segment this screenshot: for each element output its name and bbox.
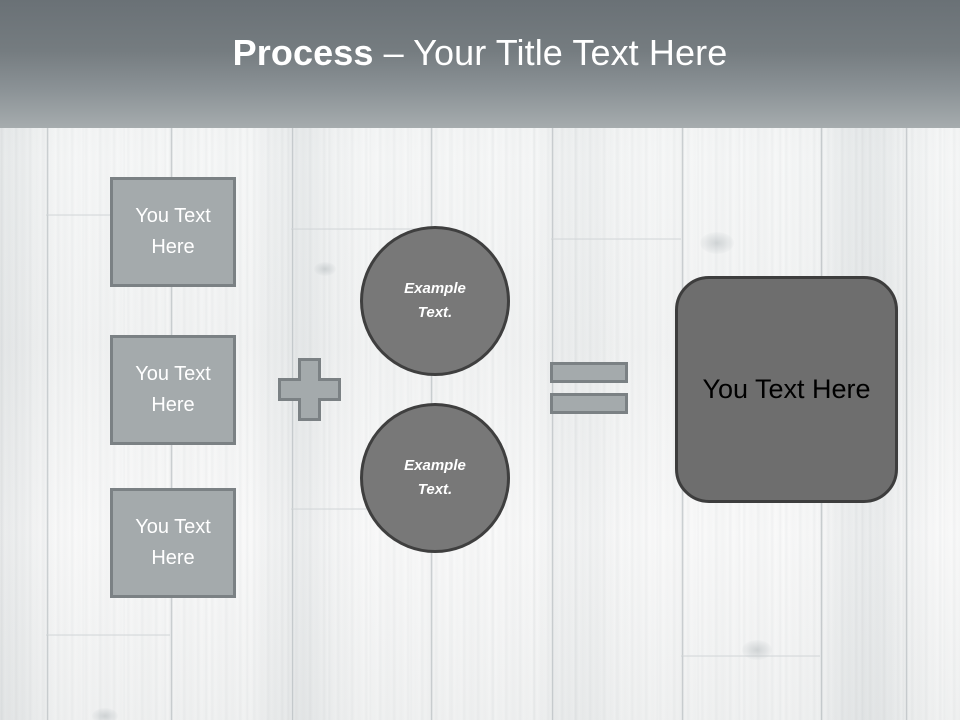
example-circle-2-line1: Example bbox=[404, 457, 466, 474]
wood-knot bbox=[92, 708, 118, 720]
input-box-1-line1: You Text bbox=[135, 205, 211, 227]
plank-joint bbox=[46, 634, 170, 636]
page-title-rest: – Your Title Text Here bbox=[373, 32, 728, 73]
plank-joint bbox=[291, 228, 430, 230]
input-box-1[interactable]: You Text Here bbox=[110, 177, 236, 287]
wood-knot bbox=[314, 262, 336, 276]
input-box-1-line2: Here bbox=[151, 236, 195, 258]
plank-seam bbox=[551, 0, 554, 720]
wood-knot bbox=[700, 232, 734, 254]
input-box-2[interactable]: You Text Here bbox=[110, 335, 236, 445]
input-box-2-line1: You Text bbox=[135, 363, 211, 385]
example-circle-1-line2: Text. bbox=[417, 304, 453, 321]
input-box-3-line1: You Text bbox=[135, 516, 211, 538]
page-title: Process – Your Title Text Here bbox=[233, 32, 728, 74]
wood-knot bbox=[742, 640, 772, 660]
input-box-3-line2: Here bbox=[151, 547, 195, 569]
input-box-2-label: You Text Here bbox=[135, 359, 211, 421]
example-circle-2-line2: Text. bbox=[417, 481, 453, 498]
result-box-label: You Text Here bbox=[702, 374, 871, 404]
example-circle-1[interactable]: Example Text. bbox=[360, 226, 510, 376]
input-box-3[interactable]: You Text Here bbox=[110, 488, 236, 598]
example-circle-1-label: Example Text. bbox=[404, 277, 466, 325]
plank-joint bbox=[291, 508, 430, 510]
title-banner: Process – Your Title Text Here bbox=[0, 0, 960, 128]
plank-joint bbox=[46, 214, 170, 216]
result-box[interactable]: You Text Here bbox=[675, 276, 898, 503]
input-box-3-label: You Text Here bbox=[135, 512, 211, 574]
plank-joint bbox=[551, 238, 681, 240]
plank-seam bbox=[291, 0, 294, 720]
equals-operator[interactable] bbox=[550, 362, 628, 414]
input-box-1-label: You Text Here bbox=[135, 201, 211, 263]
equals-icon-bar-top bbox=[550, 362, 628, 383]
plus-operator[interactable] bbox=[278, 358, 341, 421]
example-circle-2-label: Example Text. bbox=[404, 454, 466, 502]
page-title-strong: Process bbox=[232, 32, 374, 73]
plank-seam bbox=[905, 0, 908, 720]
example-circle-2[interactable]: Example Text. bbox=[360, 403, 510, 553]
plank-joint bbox=[681, 655, 820, 657]
plank-seam bbox=[46, 0, 49, 720]
input-box-2-line2: Here bbox=[151, 394, 195, 416]
example-circle-1-line1: Example bbox=[404, 280, 466, 297]
plus-icon bbox=[278, 358, 341, 421]
equals-icon-bar-bottom bbox=[550, 393, 628, 414]
